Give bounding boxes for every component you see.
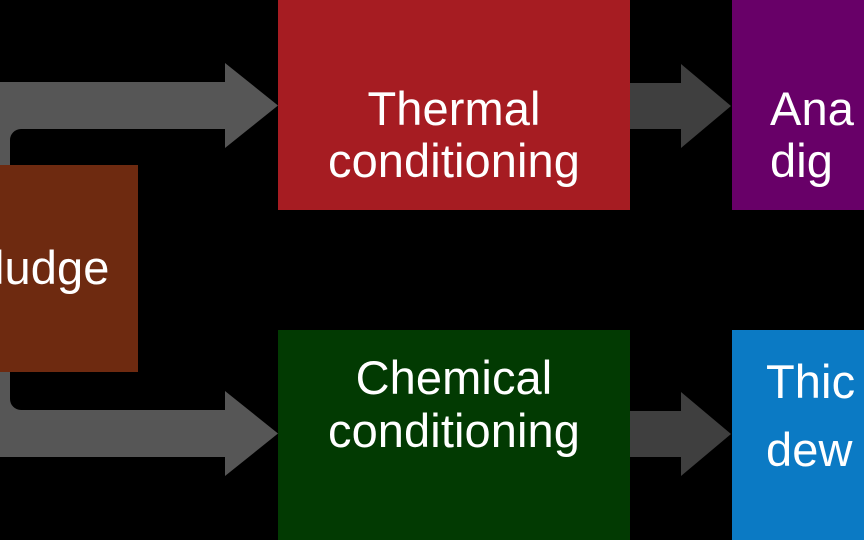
arrow-chemical-to-thickening[interactable] [630, 392, 732, 482]
block-arrow-to-chemical [0, 391, 278, 476]
node-thickening-line-2: dew [766, 423, 853, 477]
node-chemical-line-1: Chemical [355, 351, 553, 404]
node-thickening-line-1: Thic [766, 355, 856, 408]
corner-fillet-bottom [10, 399, 21, 410]
node-sludge-label: Sludge [0, 241, 110, 295]
node-anaerobic-line-2: dig [770, 134, 834, 188]
node-thermal-line-2: conditioning [327, 134, 581, 188]
node-anaerobic-digestion[interactable]: Ana dig [732, 0, 864, 210]
node-thickening-dewatering-label: Thic dew [766, 348, 864, 484]
node-chemical-conditioning[interactable]: Chemical conditioning [278, 330, 630, 540]
node-thermal-conditioning[interactable]: Thermal conditioning [278, 0, 630, 210]
node-chemical-conditioning-label: Chemical conditioning [278, 351, 630, 457]
block-arrow-to-thermal [0, 63, 278, 148]
node-anaerobic-digestion-label: Ana dig [770, 81, 864, 188]
node-anaerobic-line-1: Ana [770, 81, 854, 135]
node-thermal-line-1: Thermal [367, 81, 541, 135]
corner-fillet-top [10, 129, 21, 140]
node-thickening-dewatering[interactable]: Thic dew [732, 330, 864, 540]
block-arrow-shape [630, 392, 731, 476]
block-arrow-shape [630, 64, 731, 148]
arrow-thermal-to-anaerobic[interactable] [630, 64, 732, 154]
connector-sludge-split[interactable] [0, 60, 290, 480]
node-sludge[interactable]: Sludge [0, 165, 138, 372]
node-chemical-line-2: conditioning [327, 403, 581, 457]
node-thermal-conditioning-label: Thermal conditioning [278, 81, 630, 188]
